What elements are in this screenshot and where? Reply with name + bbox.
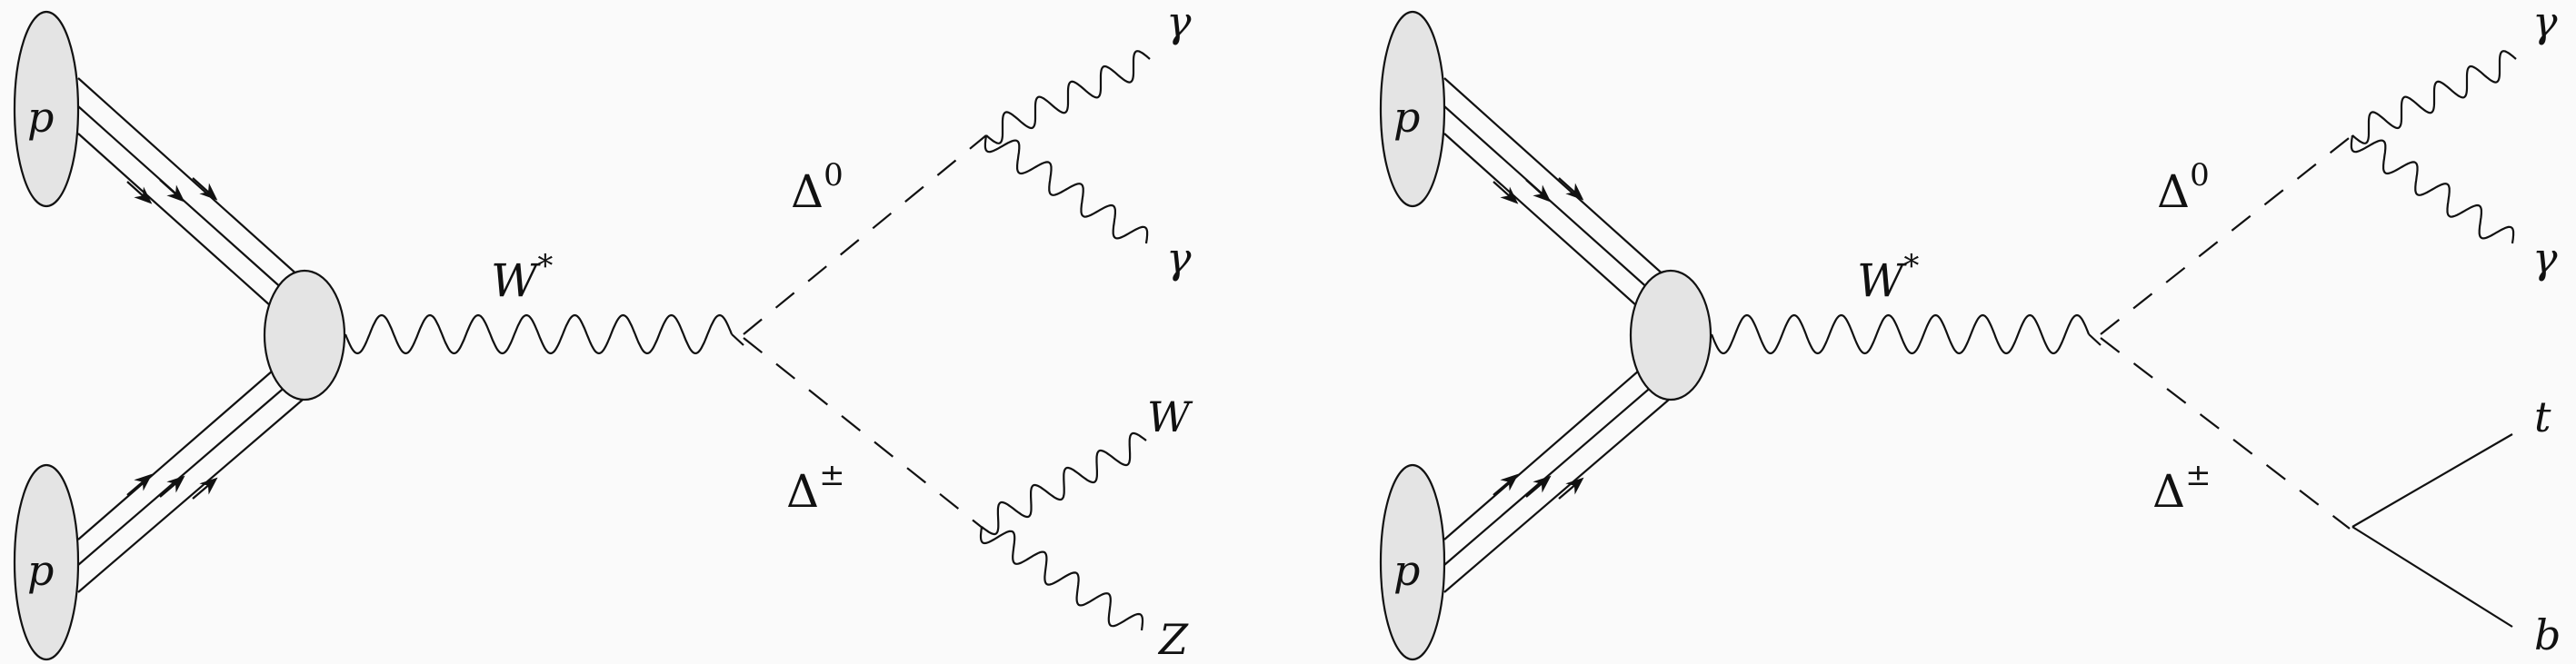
bottom-quark-label: b: [2534, 610, 2561, 659]
proton-label-bottom: p: [27, 546, 54, 595]
interaction-blob: [1629, 269, 1712, 401]
photon-line-2: [983, 134, 1149, 244]
arrow-icon: [1525, 179, 1552, 203]
proton-top: [1379, 10, 1446, 208]
photon-line-1: [2351, 50, 2517, 144]
delta-charged-label: Δ±: [786, 457, 845, 518]
arrow-icon: [192, 177, 218, 201]
delta-neutral-label: Δ0: [791, 157, 844, 218]
z-boson-line: [979, 526, 1144, 631]
delta-charged-line: [743, 337, 984, 530]
proton-label-top: p: [1393, 93, 1420, 142]
arrow-icon: [126, 181, 153, 204]
photon-label-2: γ: [1166, 233, 1192, 282]
w-boson-line: [981, 431, 1147, 536]
arrow-icon: [126, 473, 153, 496]
arrow-icon: [159, 179, 185, 203]
w-label: W: [1147, 392, 1193, 441]
quark-lines-bottom: [77, 370, 304, 593]
proton-bottom: [13, 463, 80, 661]
top-quark-label: t: [2534, 392, 2551, 441]
arrow-icon: [1493, 181, 1519, 204]
diagram-tb: p p W* Δ0 Δ± γ γ t b: [1379, 0, 2561, 661]
bottom-quark-line: [2351, 526, 2513, 628]
proton-bottom: [1379, 463, 1446, 661]
proton-top: [13, 10, 80, 208]
quark-lines-top: [77, 77, 301, 307]
photon-label-2: γ: [2532, 233, 2558, 282]
top-quark-line: [2351, 433, 2513, 528]
arrow-icon: [192, 477, 218, 500]
z-label: Z: [1157, 615, 1189, 664]
w-star-propagator: [344, 313, 734, 355]
proton-label-top: p: [27, 93, 54, 142]
arrow-icon: [1525, 475, 1552, 498]
diagram-wz: p p W* Δ0 Δ± γ γ W Z: [13, 0, 1193, 664]
photon-line-1: [985, 50, 1151, 144]
arrow-icon: [1558, 477, 1584, 500]
arrow-icon: [159, 475, 185, 498]
delta-charged-line: [2100, 337, 2351, 530]
interaction-blob: [263, 269, 346, 401]
quark-lines-bottom: [1443, 370, 1670, 593]
delta-neutral-label: Δ0: [2157, 157, 2210, 218]
photon-label-1: γ: [1166, 0, 1192, 46]
w-star-propagator: [1710, 313, 2091, 355]
propagator-label: W*: [1857, 248, 1919, 307]
delta-neutral-line: [2100, 134, 2353, 335]
arrow-icon: [1558, 177, 1584, 201]
delta-neutral-line: [743, 134, 987, 335]
proton-label-bottom: p: [1393, 546, 1420, 595]
photon-label-1: γ: [2532, 0, 2558, 46]
delta-charged-label: Δ±: [2152, 457, 2212, 518]
photon-line-2: [2350, 134, 2515, 244]
quark-lines-top: [1443, 77, 1667, 307]
propagator-label: W*: [491, 248, 553, 307]
arrow-icon: [1493, 473, 1519, 496]
